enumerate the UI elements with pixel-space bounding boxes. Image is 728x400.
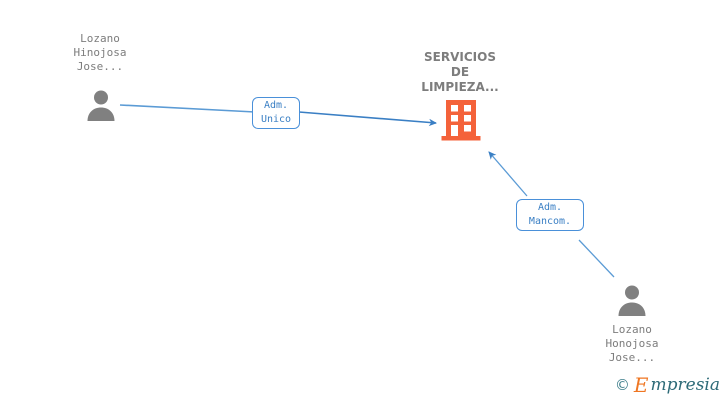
node-label-person-bottom-right: Lozano Honojosa Jose... bbox=[605, 323, 659, 364]
watermark-brand-rest: mpresia bbox=[650, 375, 721, 395]
edge-segment-person2-to-box bbox=[578, 239, 615, 278]
watermark-brand-initial: E bbox=[633, 373, 649, 397]
edge-label-adm-mancom[interactable]: Adm. Mancom. bbox=[516, 199, 584, 231]
building-icon[interactable] bbox=[441, 99, 481, 141]
copyright-icon: © bbox=[614, 376, 630, 394]
node-label-person-top-left: Lozano Hinojosa Jose... bbox=[73, 32, 127, 73]
person-icon[interactable] bbox=[615, 283, 649, 317]
person-icon[interactable] bbox=[84, 88, 118, 122]
edge-label-adm-unico[interactable]: Adm. Unico bbox=[252, 97, 300, 129]
edge-segment-person1-to-box bbox=[119, 104, 256, 113]
edge-segment-box-to-company-diag bbox=[488, 151, 528, 197]
edge-segment-box-to-company bbox=[298, 111, 437, 127]
watermark-empresia: © E mpresia bbox=[615, 375, 720, 395]
node-label-company-center: SERVICIOS DE LIMPIEZA... bbox=[421, 50, 499, 94]
